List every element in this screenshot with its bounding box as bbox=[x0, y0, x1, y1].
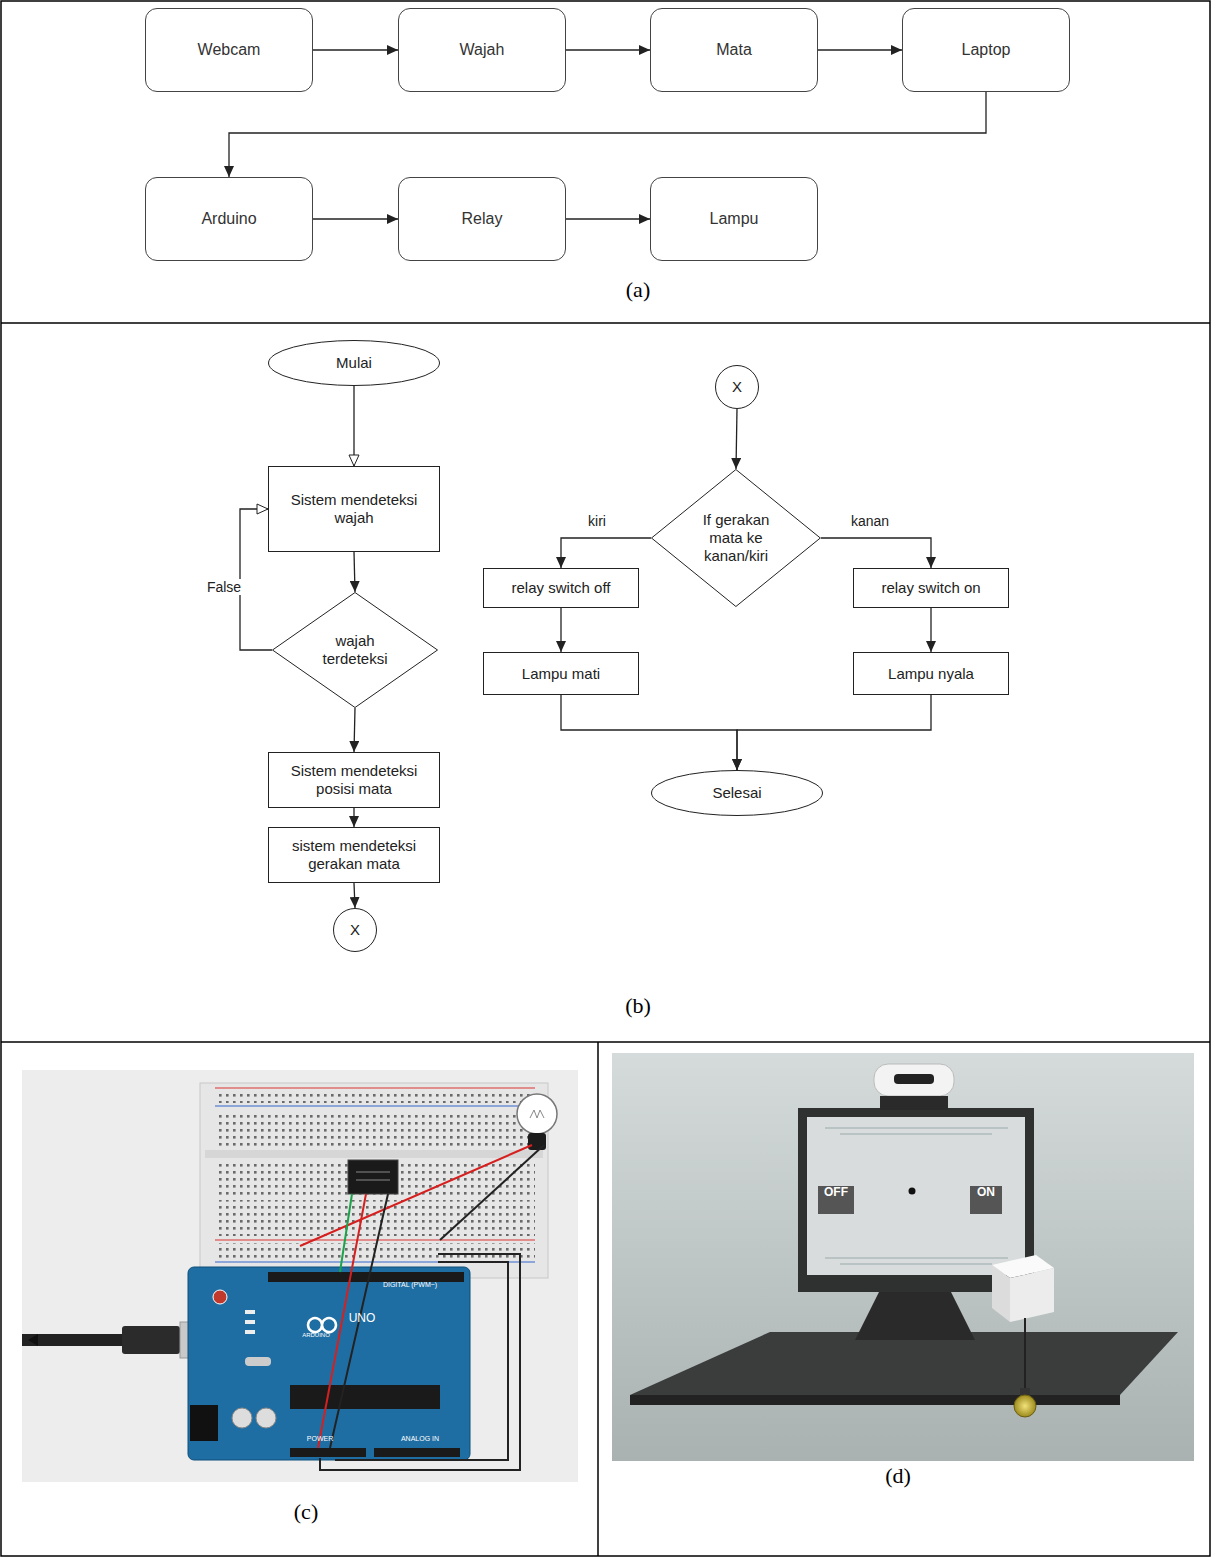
part-label: ARDUINO bbox=[302, 1332, 330, 1338]
panel-label: (d) bbox=[885, 1463, 911, 1489]
panel-label: (c) bbox=[294, 1499, 318, 1525]
node-text: If gerakan mata ke kanan/kiri bbox=[695, 511, 777, 565]
node-text: X bbox=[732, 378, 742, 396]
ellipse-outline bbox=[269, 341, 440, 386]
node-text: Lampu bbox=[710, 209, 759, 228]
process-box: Lampu nyala bbox=[853, 652, 1009, 695]
flow-arrow bbox=[353, 386, 354, 466]
connector-circle: X bbox=[333, 908, 377, 952]
panel-divider bbox=[597, 1042, 599, 1556]
panel-divider bbox=[1, 322, 1210, 324]
ellipse-outline bbox=[334, 909, 377, 952]
flow-arrow bbox=[354, 708, 355, 752]
breadboard bbox=[200, 1083, 548, 1278]
decision-diamond: If gerakan mata ke kanan/kiri bbox=[651, 469, 821, 607]
flow-arrow bbox=[560, 608, 561, 652]
flow-arrow bbox=[354, 883, 355, 908]
flow-arrow bbox=[821, 538, 931, 568]
diamond-outline bbox=[273, 593, 438, 708]
lamp bbox=[1014, 1318, 1036, 1417]
node-text: Relay bbox=[462, 209, 503, 228]
relay-box bbox=[992, 1255, 1054, 1322]
block-box: Mata bbox=[650, 8, 818, 92]
monitor bbox=[798, 1108, 1034, 1340]
flow-arrow bbox=[354, 552, 355, 592]
wires bbox=[300, 1145, 544, 1470]
terminal-ellipse: Selesai bbox=[651, 770, 823, 816]
node-text: Mata bbox=[716, 40, 752, 59]
flow-arrow bbox=[561, 695, 737, 770]
node-text: X bbox=[350, 921, 360, 939]
node-text: Wajah bbox=[460, 40, 505, 59]
part-label: DIGITAL (PWM~) bbox=[383, 1281, 437, 1288]
process-box: sistem mendeteksi gerakan mata bbox=[268, 827, 440, 883]
block-box: Arduino bbox=[145, 177, 313, 261]
flow-arrow bbox=[561, 538, 651, 568]
block-box: Webcam bbox=[145, 8, 313, 92]
node-text: sistem mendeteksi gerakan mata bbox=[279, 837, 429, 873]
decision-diamond: wajah terdeteksi bbox=[272, 592, 438, 708]
canvas-bg bbox=[22, 1070, 578, 1482]
arduino-uno bbox=[188, 1267, 470, 1460]
node-text: Arduino bbox=[201, 209, 256, 228]
block-box: Wajah bbox=[398, 8, 566, 92]
flow-arrow bbox=[818, 49, 902, 50]
lightbulb bbox=[517, 1094, 557, 1150]
edge-label: kanan bbox=[849, 513, 891, 529]
block-box: Relay bbox=[398, 177, 566, 261]
relay-module bbox=[348, 1160, 398, 1194]
ellipse-outline bbox=[652, 771, 823, 816]
ellipse-outline bbox=[716, 366, 759, 409]
shelf bbox=[630, 1332, 1178, 1405]
panel-label: (a) bbox=[626, 277, 650, 303]
flow-arrow bbox=[353, 808, 354, 827]
panel-label: (b) bbox=[625, 993, 651, 1019]
node-text: relay switch on bbox=[881, 579, 980, 597]
flow-arrow bbox=[313, 49, 398, 50]
node-text: Webcam bbox=[198, 40, 261, 59]
edge-label: False bbox=[205, 579, 243, 595]
process-box: relay switch on bbox=[853, 568, 1009, 608]
node-text: Laptop bbox=[962, 40, 1011, 59]
part-label: ON bbox=[977, 1185, 995, 1199]
part-label: ANALOG IN bbox=[401, 1435, 439, 1442]
flow-arrow bbox=[229, 92, 986, 177]
connector-circle: X bbox=[715, 365, 759, 409]
process-box: relay switch off bbox=[483, 568, 639, 608]
terminal-ellipse: Mulai bbox=[268, 340, 440, 386]
node-text: Sistem mendeteksi wajah bbox=[284, 491, 424, 527]
webcam bbox=[874, 1064, 954, 1110]
flow-arrow bbox=[930, 608, 931, 652]
flow-arrow bbox=[737, 695, 931, 770]
flow-arrow bbox=[313, 218, 398, 219]
flow-arrow bbox=[566, 49, 650, 50]
node-text: Lampu mati bbox=[522, 665, 600, 683]
flow-arrow bbox=[566, 218, 650, 219]
panel-divider bbox=[1, 1041, 1210, 1043]
node-text: Mulai bbox=[336, 354, 372, 372]
edge-label: kiri bbox=[586, 513, 608, 529]
node-text: wajah terdeteksi bbox=[315, 632, 395, 668]
node-text: Lampu nyala bbox=[888, 665, 974, 683]
node-text: relay switch off bbox=[512, 579, 611, 597]
render-bg bbox=[612, 1053, 1194, 1461]
block-box: Lampu bbox=[650, 177, 818, 261]
node-text: Selesai bbox=[712, 784, 761, 802]
part-label: POWER bbox=[307, 1435, 333, 1442]
part-label: UNO bbox=[349, 1311, 376, 1325]
block-box: Laptop bbox=[902, 8, 1070, 92]
flow-arrow bbox=[736, 409, 737, 469]
process-box: Lampu mati bbox=[483, 652, 639, 695]
diamond-outline bbox=[652, 470, 821, 607]
process-box: Sistem mendeteksi posisi mata bbox=[268, 752, 440, 808]
node-text: Sistem mendeteksi posisi mata bbox=[279, 762, 429, 798]
part-label: OFF bbox=[824, 1185, 848, 1199]
process-box: Sistem mendeteksi wajah bbox=[268, 466, 440, 552]
